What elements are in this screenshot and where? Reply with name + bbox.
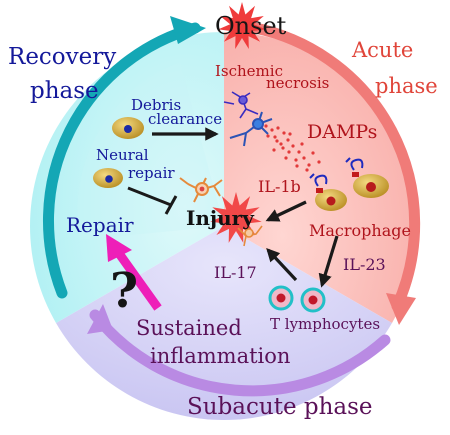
damp-dot bbox=[300, 142, 304, 146]
damp-dot bbox=[275, 139, 279, 143]
damp-dot bbox=[281, 146, 285, 150]
onset-burst-icon bbox=[218, 2, 266, 49]
debris-label-1: Debris bbox=[131, 96, 181, 114]
sustained-label-1: Sustained bbox=[136, 316, 242, 340]
damp-dot bbox=[287, 150, 291, 154]
damp-dot bbox=[270, 128, 274, 132]
damp-dot bbox=[288, 132, 292, 136]
acute-cycle-arrow bbox=[244, 21, 421, 312]
il1b-arrow bbox=[265, 200, 307, 222]
ischemic-neuron-icon bbox=[223, 91, 259, 119]
damp-dot bbox=[307, 163, 311, 167]
il23-label: IL-23 bbox=[343, 255, 386, 274]
damp-dot bbox=[279, 142, 283, 146]
injury-label: Injury bbox=[186, 206, 255, 230]
il17-arrow bbox=[266, 248, 298, 282]
t-lymphocytes-label: T lymphocytes bbox=[270, 315, 380, 333]
damp-dot bbox=[264, 124, 268, 128]
debris-cell-icon bbox=[112, 117, 144, 139]
recovery-cycle-arrow bbox=[43, 22, 201, 299]
damp-dot bbox=[317, 160, 321, 164]
damp-dot bbox=[282, 131, 286, 135]
subacute-cycle-arrow bbox=[89, 309, 391, 397]
damp-dot bbox=[273, 135, 277, 139]
subacute-phase-label: Subacute phase bbox=[187, 394, 373, 420]
acute-cycle-arrowhead bbox=[386, 293, 416, 325]
il17-label: IL-17 bbox=[214, 263, 257, 282]
repair-arrow bbox=[106, 234, 162, 311]
macrophage-icon bbox=[309, 157, 389, 211]
acute-phase-label-1: Acute bbox=[351, 38, 413, 62]
necrosis-label: necrosis bbox=[266, 74, 329, 92]
neural-repair-inhibit-line bbox=[127, 186, 178, 215]
damaged-neuron-icon bbox=[229, 111, 273, 147]
repairing-neuron-icon bbox=[179, 177, 223, 203]
repair-label: Repair bbox=[66, 213, 134, 237]
damp-dot bbox=[294, 158, 298, 162]
question-mark-label: ? bbox=[110, 263, 138, 319]
recovery-phase-label-1: Recovery bbox=[8, 44, 116, 70]
onset-label: Onset bbox=[215, 12, 287, 40]
damp-dot bbox=[305, 168, 309, 172]
neural-repair-cell-icon bbox=[93, 168, 123, 188]
damps-label: DAMPs bbox=[307, 121, 377, 143]
acute-phase-label-2: phase bbox=[375, 74, 438, 98]
damp-dot bbox=[311, 151, 315, 155]
ischemic-label: Ischemic bbox=[215, 62, 283, 80]
sustained-label-2: inflammation bbox=[150, 344, 290, 368]
il1b-label: IL-1b bbox=[258, 177, 301, 196]
injured-neuron-icon bbox=[237, 225, 263, 247]
damp-dot bbox=[276, 126, 280, 130]
damp-dot bbox=[286, 138, 290, 142]
recovery-sector bbox=[30, 32, 225, 323]
debris-label-2: clearance bbox=[148, 110, 222, 128]
recovery-phase-label-2: phase bbox=[30, 78, 99, 104]
damp-dot bbox=[272, 148, 276, 152]
neural-repair-label-1: Neural bbox=[96, 146, 149, 164]
il23-arrow bbox=[318, 235, 339, 288]
macrophage-label: Macrophage bbox=[309, 221, 411, 240]
t-lymphocytes-icon bbox=[268, 285, 326, 313]
recovery-sector-outer bbox=[77, 62, 224, 240]
subacute-sector bbox=[56, 226, 392, 420]
damp-dot bbox=[297, 150, 301, 154]
recovery-cycle-arrowhead bbox=[170, 16, 206, 44]
damp-dot bbox=[284, 156, 288, 160]
damp-dot bbox=[291, 144, 295, 148]
damps-particles bbox=[264, 124, 321, 172]
damp-dot bbox=[266, 134, 270, 138]
damp-dot bbox=[295, 164, 299, 168]
subacute-cycle-arrowhead bbox=[87, 304, 113, 334]
neural-repair-label-2: repair bbox=[128, 164, 175, 182]
damp-dot bbox=[302, 156, 306, 160]
